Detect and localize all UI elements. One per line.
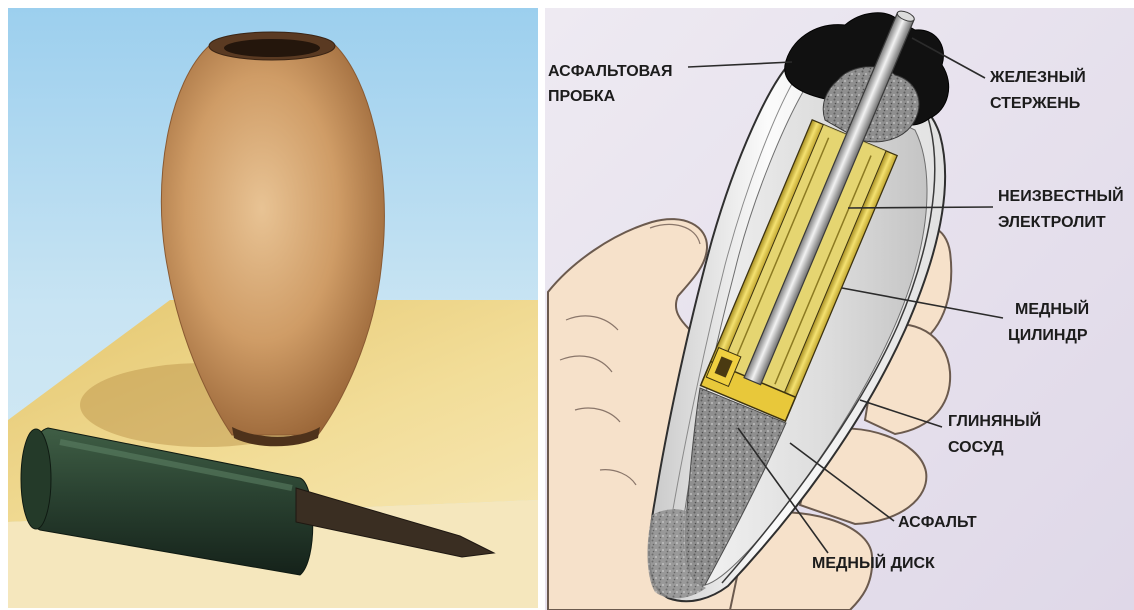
label-line: ЖЕЛЕЗНЫЙ (989, 67, 1086, 86)
photo-panel (8, 8, 538, 608)
label-line: МЕДНЫЙ ДИСК (812, 553, 935, 572)
label-line: НЕИЗВЕСТНЫЙ (998, 186, 1124, 205)
label-line: СТЕРЖЕНЬ (990, 95, 1080, 112)
label-line: АСФАЛЬТОВАЯ (548, 63, 672, 80)
label-asphalt: АСФАЛЬТ (898, 514, 977, 531)
diagram-panel: АСФАЛЬТОВАЯ ПРОБКА ЖЕЛЕЗНЫЙ СТЕРЖЕНЬ НЕИ… (545, 8, 1134, 610)
label-line: ГЛИНЯНЫЙ (948, 411, 1041, 430)
label-line: ПРОБКА (548, 88, 616, 105)
label-copper-disc: МЕДНЫЙ ДИСК (812, 553, 935, 572)
label-line: СОСУД (948, 439, 1004, 456)
jar-mouth-opening (224, 39, 320, 57)
leader-line-unknown-electrolyte (848, 207, 993, 208)
label-line: ЭЛЕКТРОЛИТ (998, 214, 1106, 231)
label-line: АСФАЛЬТ (898, 514, 977, 531)
cylinder-end-cap (21, 429, 51, 529)
label-line: МЕДНЫЙ (1015, 299, 1089, 318)
label-line: ЦИЛИНДР (1008, 327, 1088, 344)
